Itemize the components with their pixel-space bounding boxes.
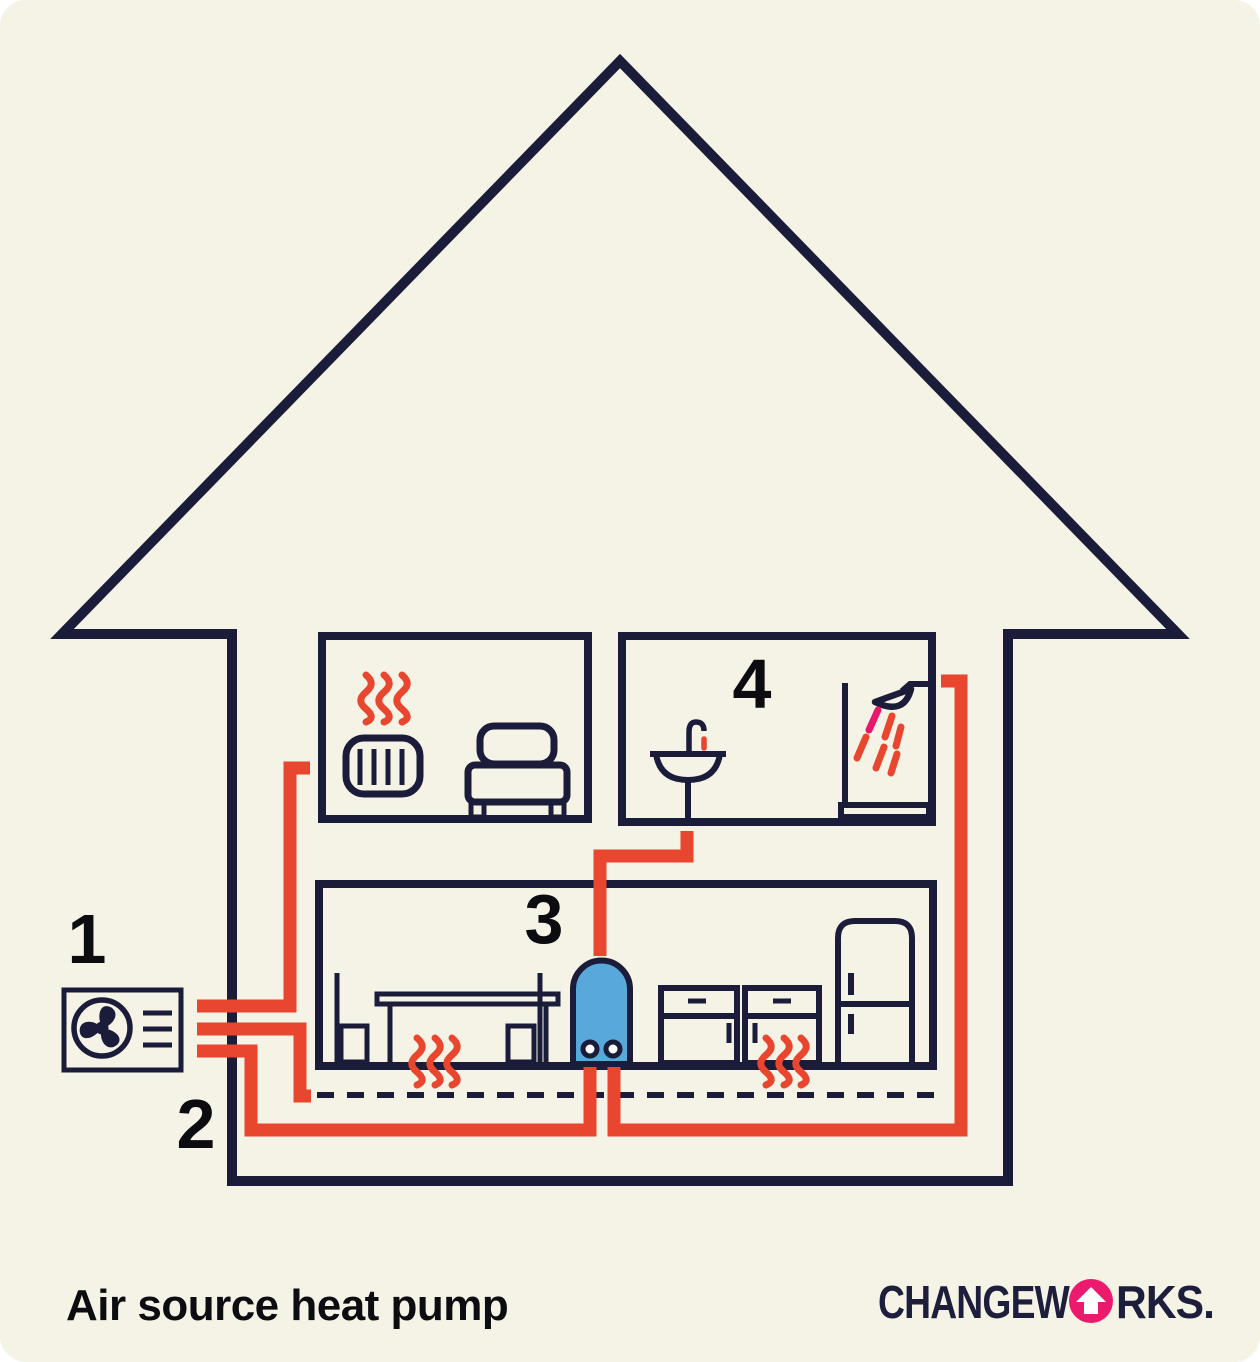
- pipe-cylinder-to-bathroom: [593, 831, 694, 956]
- pipe-to-underfloor: [197, 1022, 311, 1103]
- spray-drop-pink: [865, 706, 882, 734]
- kitchen-room: [315, 880, 937, 1070]
- cylinder-body: [570, 957, 633, 1067]
- fan-ring: [71, 997, 133, 1059]
- callout-2: 2: [177, 1085, 216, 1163]
- lounge-room: [318, 632, 592, 823]
- diagram-title: Air source heat pump: [66, 1281, 509, 1330]
- pipe-to-cylinder: [197, 1044, 597, 1137]
- fridge-icon: [835, 918, 915, 1063]
- cylinder-dial: [580, 1039, 600, 1059]
- heat-pump-vents: [143, 1010, 172, 1048]
- changeworks-logo: CHANGEW RKS.: [878, 1279, 1215, 1327]
- hot-water-cylinder-icon: [570, 957, 633, 1067]
- pipe-to-radiator: [197, 761, 310, 1013]
- kitchen-chair-icon: [505, 973, 543, 1065]
- sink-icon: [650, 719, 726, 818]
- kitchen-table-icon: [374, 991, 561, 1062]
- logo-text-left: CHANGEW: [878, 1279, 1070, 1327]
- bathroom-outline: [618, 632, 936, 826]
- pipe-to-shower: [607, 674, 968, 1137]
- house-walls-and-roof: [50, 53, 1190, 1186]
- cabinet-icon: [742, 985, 822, 1066]
- cabinet-icon: [658, 985, 740, 1066]
- shower-spray-icon: [853, 706, 905, 777]
- cylinder-dial: [603, 1039, 623, 1059]
- house-outline: [50, 53, 1190, 1186]
- heat-pump-casing: [61, 987, 184, 1073]
- bathroom-room: [618, 632, 936, 826]
- kitchen-chair-icon: [334, 973, 370, 1065]
- shower-tray: [838, 802, 932, 820]
- logo-text-right: RKS.: [1116, 1279, 1214, 1327]
- armchair-icon: [464, 722, 571, 820]
- fan-icon: [79, 1006, 120, 1048]
- shower-icon: [838, 681, 932, 820]
- radiator-icon: [342, 734, 424, 798]
- heat-pump-unit: [61, 987, 184, 1073]
- pipework: [197, 674, 968, 1137]
- callout-4: 4: [733, 645, 772, 723]
- callout-3: 3: [525, 880, 564, 958]
- shower-head: [871, 685, 915, 710]
- home-icon: [1076, 1287, 1106, 1314]
- lounge-room-outline: [318, 632, 592, 823]
- radiator-fins: [357, 749, 405, 785]
- heat-wave-icon: [357, 671, 810, 1089]
- callout-1: 1: [68, 900, 107, 978]
